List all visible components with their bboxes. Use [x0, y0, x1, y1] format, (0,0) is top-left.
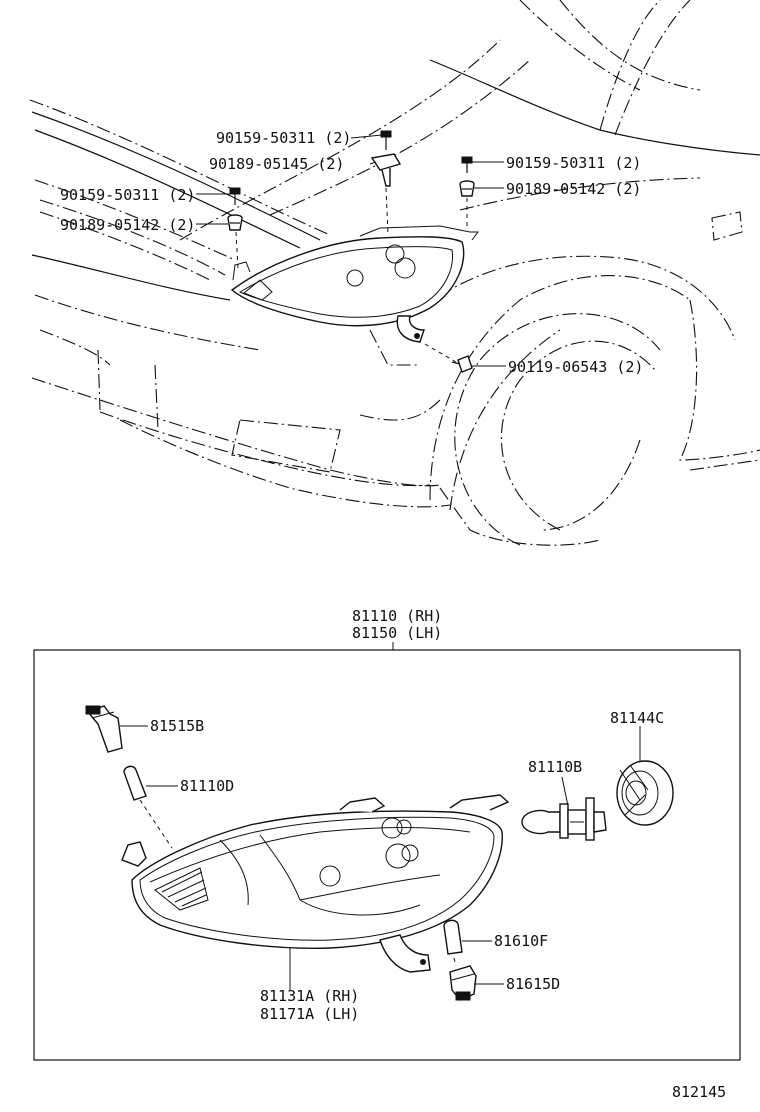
callout-label: 90159-50311 (2): [60, 186, 195, 204]
wedge-bulb-icon: [443, 919, 463, 955]
assembly-frame: [33, 649, 741, 1061]
screw-icon: [451, 355, 473, 373]
socket-icon: [449, 965, 477, 1001]
vehicle-body-outline: [29, 0, 760, 546]
part-label: 81610F: [494, 932, 548, 950]
assembly-label-lh: 81150 (LH): [352, 624, 442, 642]
part-label: 81110D: [180, 777, 234, 795]
callout-label: 90189-05142 (2): [506, 180, 641, 198]
assembly-label-rh: 81110 (RH): [352, 607, 442, 625]
part-label: 81110B: [528, 758, 582, 776]
lens-label-lh: 81171A (LH): [260, 1005, 359, 1023]
bolt-icon: [380, 130, 392, 150]
part-label: 81144C: [610, 709, 664, 727]
halogen-bulb-icon: [521, 797, 607, 841]
grommet-icon: [459, 180, 475, 197]
callout-label: 90119-06543 (2): [508, 358, 643, 376]
part-label: 81515B: [150, 717, 204, 735]
grommet-icon: [227, 214, 243, 231]
clip-nut-icon: [370, 153, 402, 187]
diagram-number: 812145: [672, 1083, 726, 1101]
dust-cover-icon: [616, 760, 674, 826]
callout-label: 90189-05145 (2): [209, 155, 344, 173]
callout-label: 90189-05142 (2): [60, 216, 195, 234]
installed-headlamp: [230, 225, 479, 366]
socket-icon: [85, 705, 123, 753]
upper-labels: 90159-50311 (2) 90189-05145 (2) 90159-50…: [60, 129, 643, 376]
upper-fasteners: [227, 130, 475, 373]
bolt-icon: [229, 187, 241, 205]
lens-label-rh: 81131A (RH): [260, 987, 359, 1005]
upper-leader-lines: [196, 134, 506, 367]
headlamp-housing: [121, 794, 510, 973]
part-label: 81615D: [506, 975, 560, 993]
callout-label: 90159-50311 (2): [506, 154, 641, 172]
callout-label: 90159-50311 (2): [216, 129, 351, 147]
wedge-bulb-icon: [123, 765, 147, 801]
bolt-icon: [461, 156, 473, 173]
